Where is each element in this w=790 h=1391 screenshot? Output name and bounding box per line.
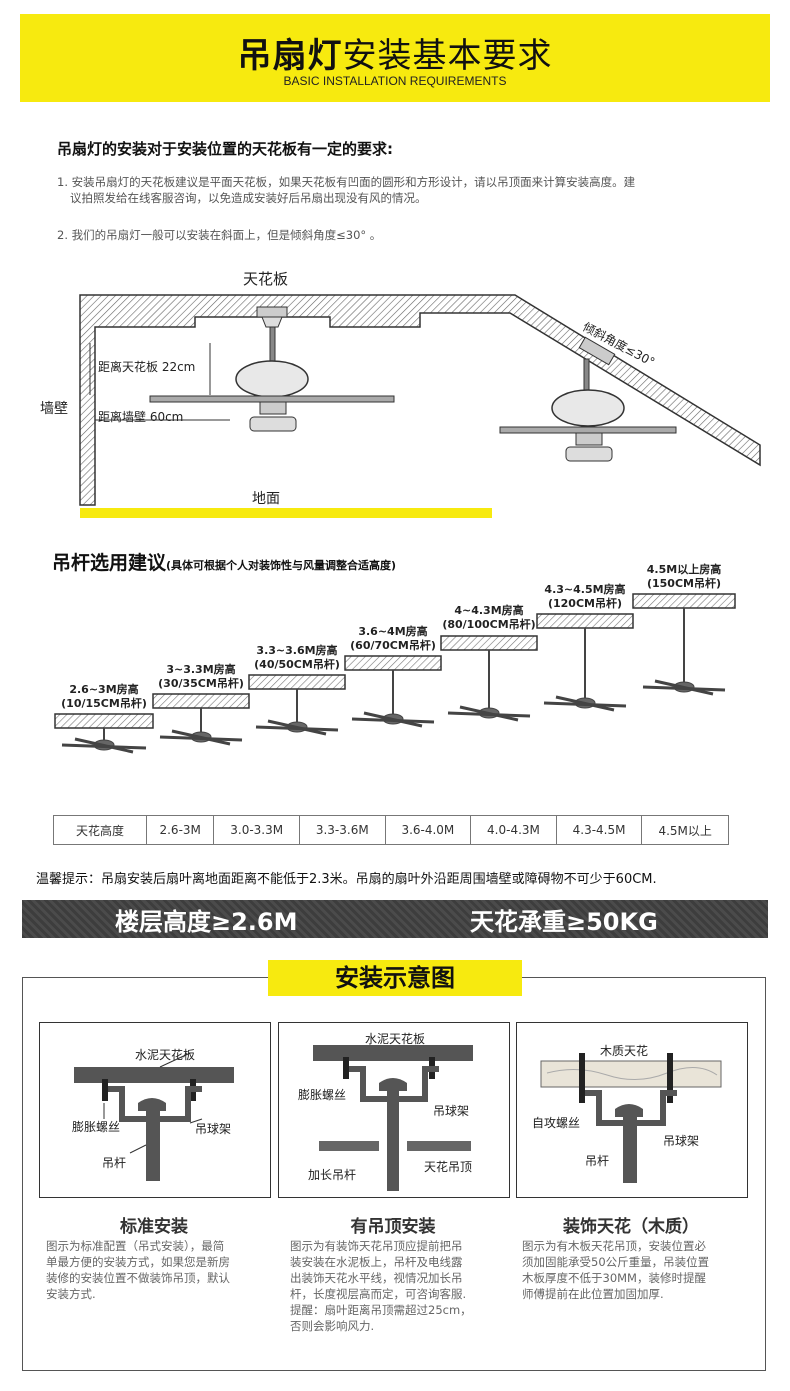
label-ceiling: 天花板: [243, 270, 289, 288]
panel2-title: 有吊顶安装: [350, 1217, 436, 1237]
table-cell: 2.6-3M: [145, 815, 215, 845]
requirements-stripe: [22, 900, 768, 938]
panel3-description: 图示为有木板天花吊顶，安装位置必须加固能承受50公斤重量，吊装位置木板厚度不低于…: [522, 1239, 710, 1301]
step-label-5: 4~4.3M房高(80/100CM吊杆): [442, 604, 536, 631]
panel3-label-bracket: 吊球架: [663, 1134, 700, 1148]
panel3-title: 装饰天花（木质）: [563, 1217, 699, 1237]
step-label-1: 2.6~3M房高(10/15CM吊杆): [61, 683, 147, 710]
label-distance-wall: 距离墙壁 60cm: [98, 410, 184, 424]
table-cell: 4.0-4.3M: [470, 815, 557, 845]
table-header-cell: 天花高度: [53, 815, 147, 845]
panel2-label-rod: 加长吊杆: [308, 1168, 357, 1182]
table-row: 天花高度 2.6-3M 3.0-3.3M 3.3-3.6M 3.6-4.0M 4…: [53, 815, 729, 845]
step-label-7: 4.5M以上房高(150CM吊杆): [646, 563, 722, 590]
panel2-description: 图示为有装饰天花吊顶应提前把吊装安装在水泥板上，吊杆及电线露出装饰天花水平线，视…: [290, 1239, 472, 1333]
header-banner: 吊扇灯安装基本要求 BASIC INSTALLATION REQUIREMENT…: [20, 14, 770, 102]
panel-false-ceiling-install: [278, 1022, 510, 1198]
ceiling-diagram: [79, 294, 761, 518]
label-floor: 地面: [252, 491, 280, 507]
step-label-6: 4.3~4.5M房高(120CM吊杆): [544, 583, 626, 610]
table-cell: 3.0-3.3M: [213, 815, 300, 845]
rod-steps-diagram: [54, 593, 736, 754]
rod-section-title: 吊杆选用建议(具体可根据个人对装饰性与风量调整合适高度): [52, 552, 397, 574]
panel1-label-bracket: 吊球架: [195, 1122, 232, 1136]
step-label-4: 3.6~4M房高(60/70CM吊杆): [350, 625, 436, 652]
panel1-label-ceiling: 水泥天花板: [135, 1048, 196, 1062]
panel1-label-rod: 吊杆: [102, 1156, 127, 1170]
panel2-label-ceiling: 水泥天花板: [365, 1032, 426, 1046]
step-label-2: 3~3.3M房高(30/35CM吊杆): [158, 663, 244, 690]
panel1-label-bolt: 膨胀螺丝: [72, 1120, 121, 1134]
panel3-label-ceiling: 木质天花: [600, 1044, 649, 1058]
page-subtitle: BASIC INSTALLATION REQUIREMENTS: [283, 74, 507, 88]
requirement-2: 2. 我们的吊扇灯一般可以安装在斜面上，但是倾斜角度≤30° 。: [57, 228, 382, 242]
ceiling-load-requirement: 天花承重≥50KG: [470, 908, 658, 936]
panel1-description: 图示为标准配置（吊式安装），最简单最方便的安装方式，如果您是新房装修的安装位置不…: [46, 1239, 230, 1301]
panel2-label-bolt: 膨胀螺丝: [298, 1088, 347, 1102]
false-ceiling-install-diagram: [313, 1045, 473, 1191]
requirement-1-line1: 1. 安装吊扇灯的天花板建议是平面天花板，如果天花板有凹面的圆形和方形设计，请以…: [57, 175, 636, 189]
step-blocks: [54, 593, 736, 729]
panel3-label-rod: 吊杆: [585, 1154, 610, 1168]
step-fans: [61, 608, 726, 754]
panel2-label-false-ceiling: 天花吊顶: [424, 1160, 473, 1174]
table-cell: 3.6-4.0M: [384, 815, 472, 845]
ceiling-fan-slanted-icon: [499, 336, 677, 462]
table-cell: 3.3-3.6M: [298, 815, 386, 845]
label-wall: 墙壁: [40, 401, 68, 417]
ceiling-height-table: 天花高度 2.6-3M 3.0-3.3M 3.3-3.6M 3.6-4.0M 4…: [53, 815, 729, 845]
label-distance-ceiling: 距离天花板 22cm: [98, 360, 196, 374]
step-label-3: 3.3~3.6M房高(40/50CM吊杆): [254, 644, 340, 671]
panel1-title: 标准安装: [120, 1217, 188, 1237]
table-cell: 4.3-4.5M: [555, 815, 643, 845]
panel3-label-bolt: 自攻螺丝: [532, 1116, 581, 1130]
page-title: 吊扇灯安装基本要求: [237, 36, 553, 76]
panel-standard-install: [39, 1022, 271, 1198]
floor-line: [80, 508, 492, 518]
floor-height-requirement: 楼层高度≥2.6M: [115, 908, 298, 936]
requirement-1-line2: 议拍照发给在线客服咨询，以免造成安装好后吊扇出现没有风的情况。: [70, 191, 427, 205]
requirements-heading: 吊扇灯的安装对于安装位置的天花板有一定的要求:: [57, 140, 394, 158]
ceiling-fan-icon: [149, 306, 395, 432]
panel2-label-bracket: 吊球架: [433, 1104, 470, 1118]
standard-install-diagram: [74, 1052, 234, 1181]
tip-text: 温馨提示：吊扇安装后扇叶离地面距离不能低于2.3米。吊扇的扇叶外沿距周围墙壁或障…: [36, 872, 657, 887]
wood-ceiling-install-diagram: [540, 1053, 722, 1183]
panel-wood-ceiling-install: [516, 1022, 748, 1198]
table-cell: 4.5M以上: [641, 815, 729, 845]
install-section-title: 安装示意图: [268, 960, 522, 996]
